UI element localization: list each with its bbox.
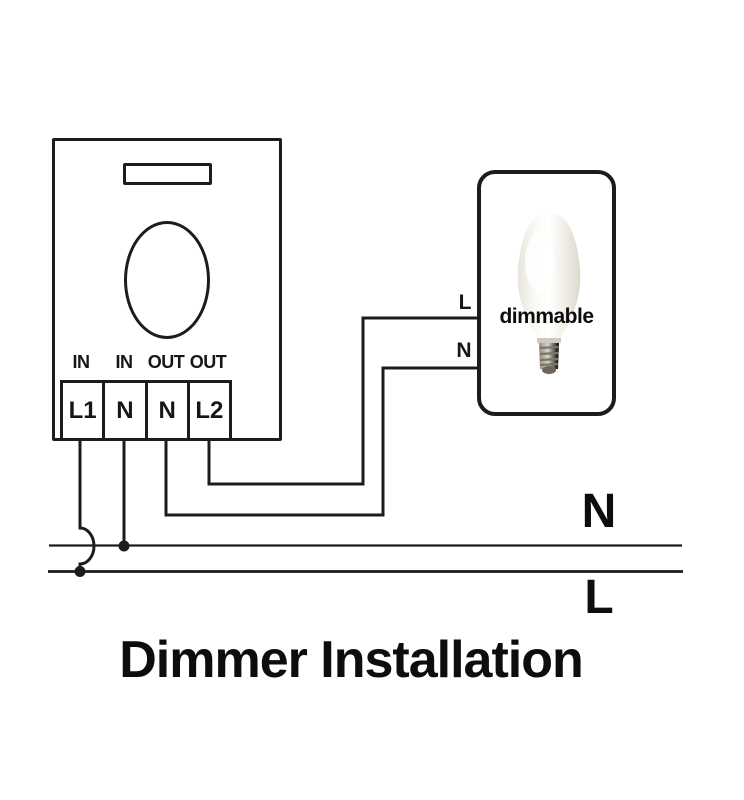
diagram-title: Dimmer Installation [119, 631, 584, 689]
bulb-screw-base [539, 343, 559, 369]
terminal-cell-n-in: N [102, 383, 144, 438]
bulb-neck [537, 338, 561, 343]
terminal-header-in-1: IN [72, 352, 91, 372]
terminal-block: L1 N N L2 [60, 380, 232, 441]
lamp-live-wire-label: L [458, 291, 472, 314]
wire-l1-in [78, 440, 96, 568]
wire-l2-out-to-lamp [207, 316, 479, 486]
dimmer-dial-knob [124, 221, 210, 339]
lamp-box: dimmable [477, 170, 616, 416]
dimmer-slot [123, 163, 212, 185]
terminal-header-out-2: OUT [189, 352, 227, 372]
screw-threads [539, 345, 559, 367]
dimmable-label: dimmable [499, 305, 594, 328]
dimmer-box: IN IN OUT OUT L1 N N L2 [52, 138, 282, 441]
terminal-header-out-1: OUT [147, 352, 185, 372]
mains-live-label: L [584, 571, 614, 624]
terminal-cell-n-out: N [144, 383, 187, 438]
wire-n-out-to-lamp [164, 366, 479, 517]
junction-dot-neutral [118, 540, 130, 552]
terminal-cell-l2: L2 [186, 383, 229, 438]
base-contact-tip [542, 366, 556, 374]
mains-neutral-label: N [581, 485, 617, 538]
terminal-header-in-2: IN [115, 352, 134, 372]
junction-dot-live [74, 566, 86, 577]
bulb-highlight [525, 232, 555, 292]
lamp-neutral-wire-label: N [456, 339, 472, 362]
light-bulb [517, 213, 581, 374]
terminal-cell-l1: L1 [68, 396, 97, 424]
